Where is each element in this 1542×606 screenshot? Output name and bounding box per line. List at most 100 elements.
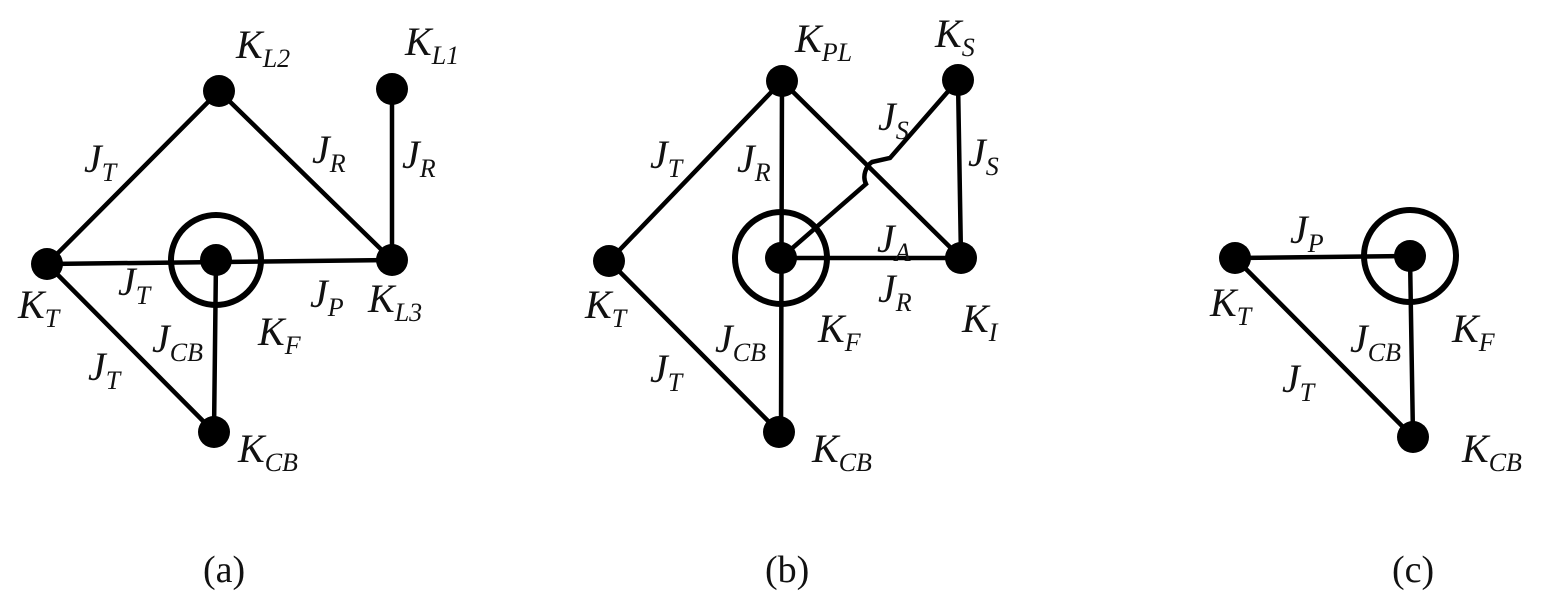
node-label-KI-main: K — [961, 296, 991, 341]
node-label-KPL-main: K — [794, 16, 824, 61]
graph-edge — [1232, 255, 1416, 440]
node-label-KS-subscript: S — [962, 33, 975, 62]
node-label-KL2-main: K — [235, 22, 265, 67]
edge-label-JP-subscript: P — [1307, 229, 1324, 258]
node-label-KL3-main: K — [367, 276, 397, 321]
edge-label-JR-subscript: R — [419, 154, 436, 183]
node-label-KPL-subscript: PL — [821, 38, 852, 67]
node-label-KF-subscript: F — [844, 328, 862, 357]
edge-label-JA-subscript: A — [893, 238, 911, 267]
edge-label-JCB-main: J — [152, 316, 172, 361]
edge-label-JT: JT — [1282, 356, 1316, 407]
node-label-KCB-main: K — [237, 426, 267, 471]
edge-label-JT: JT — [84, 136, 118, 187]
edge-label-JR: JR — [737, 136, 771, 187]
edge-label-JR: JR — [402, 132, 436, 183]
edge-label-JP-main: J — [1290, 207, 1310, 252]
node-label-KF: KF — [257, 309, 302, 360]
node-label-KT-main: K — [1209, 280, 1239, 325]
edge-label-JS-subscript: S — [986, 152, 999, 181]
edge-label-JR-main: J — [878, 266, 898, 311]
node-label-KCB-subscript: CB — [265, 448, 298, 477]
node-label-KL1: KL1 — [404, 19, 459, 70]
frame-ring-marker — [1361, 207, 1459, 305]
node-label-KPL: KPL — [794, 16, 852, 67]
node-label-KI-subscript: I — [988, 318, 999, 347]
graph-node-KCB — [1397, 421, 1429, 453]
graph-edge — [1232, 253, 1413, 261]
graph-node-KPL — [766, 65, 798, 97]
edge-label-JT-subscript: T — [668, 154, 684, 183]
node-label-KT: KT — [584, 282, 628, 333]
node-label-KL3: KL3 — [367, 276, 422, 327]
edge-label-JP-main: J — [310, 271, 330, 316]
graph-edge — [216, 88, 395, 263]
graph-node-KS — [942, 64, 974, 96]
node-label-KCB-subscript: CB — [839, 448, 872, 477]
edge-label-JT-main: J — [84, 136, 104, 181]
node-label-KCB: KCB — [1461, 426, 1522, 477]
edge-label-JT-main: J — [1282, 356, 1302, 401]
edge-label-JP: JP — [1290, 207, 1324, 258]
edge-label-JS: JS — [878, 94, 909, 145]
node-label-KF: KF — [817, 306, 862, 357]
edge-label-JT-subscript: T — [668, 368, 684, 397]
graph-edge — [44, 88, 222, 267]
graph-edge — [44, 261, 217, 435]
node-label-KS-main: K — [934, 11, 964, 56]
graph-edge — [211, 257, 219, 435]
edge-label-JP-subscript: P — [327, 293, 344, 322]
node-label-KCB-main: K — [1461, 426, 1491, 471]
node-label-KL1-subscript: L1 — [431, 41, 459, 70]
graph-node-KCB — [763, 416, 795, 448]
edge-label-JT-main: J — [650, 346, 670, 391]
edge-label-JT-main: J — [650, 132, 670, 177]
edge-label-JR-subscript: R — [895, 288, 912, 317]
node-label-KF-main: K — [257, 309, 287, 354]
edge-label-JT-subscript: T — [136, 281, 152, 310]
node-label-KF-main: K — [817, 306, 847, 351]
edge-label-JT: JT — [118, 259, 152, 310]
frame-ring-marker — [732, 209, 830, 307]
graph-node-KI — [945, 242, 977, 274]
node-label-KT-subscript: T — [612, 304, 628, 333]
edge-label-JCB-main: J — [1350, 316, 1370, 361]
edge-label-JR-main: J — [312, 127, 332, 172]
edge-label-JR: JR — [878, 266, 912, 317]
node-label-KL2-subscript: L2 — [262, 44, 290, 73]
node-label-KCB-main: K — [811, 426, 841, 471]
edge-label-JA: JA — [877, 216, 911, 267]
edge-label-JT-subscript: T — [1300, 378, 1316, 407]
graph-node-KF — [765, 242, 797, 274]
edge-label-JS-main: J — [878, 94, 898, 139]
node-label-KT: KT — [1209, 280, 1253, 331]
edge-label-JR-main: J — [737, 136, 757, 181]
edge-label-JCB-subscript: CB — [1368, 338, 1401, 367]
edge-label-JP: JP — [310, 271, 344, 322]
panel-caption: (b) — [765, 549, 809, 591]
panel-caption: (c) — [1392, 549, 1434, 591]
graph-edge — [1407, 253, 1416, 440]
edge-label-JS-main: J — [968, 130, 988, 175]
graph-node-KF — [1394, 240, 1426, 272]
node-label-KT: KT — [17, 282, 61, 333]
edge-label-JR-subscript: R — [754, 158, 771, 187]
edge-label-JT: JT — [88, 344, 122, 395]
node-label-KT-subscript: T — [45, 304, 61, 333]
edge-label-JT-main: J — [118, 259, 138, 304]
node-label-KF-subscript: F — [284, 331, 302, 360]
node-label-KF-subscript: F — [1478, 328, 1496, 357]
edge-label-JCB-subscript: CB — [733, 338, 766, 367]
edge-label-JCB-main: J — [715, 316, 735, 361]
edge-label-JT-subscript: T — [106, 366, 122, 395]
edge-label-JR: JR — [312, 127, 346, 178]
edge-label-JCB: JCB — [715, 316, 766, 367]
edge-label-JR-main: J — [402, 132, 422, 177]
node-label-KT-subscript: T — [1237, 302, 1253, 331]
node-label-KF-main: K — [1451, 306, 1481, 351]
node-label-KS: KS — [934, 11, 975, 62]
graph-node-KF — [200, 244, 232, 276]
edge-label-JT: JT — [650, 346, 684, 397]
